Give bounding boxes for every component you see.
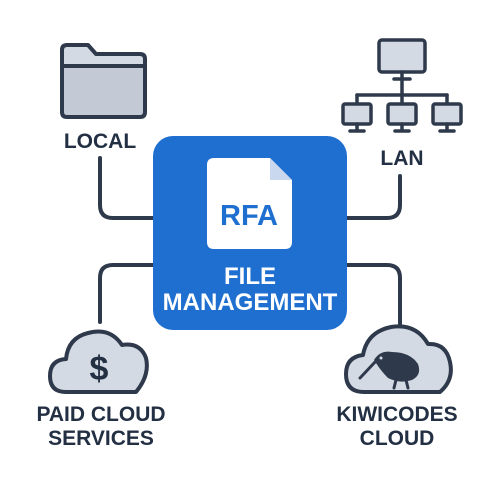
document-label: RFA [220,200,278,232]
dollar-cloud-icon: $ [48,329,149,394]
center-title-line2: MANAGEMENT [163,289,338,316]
kiwi-bird-icon [358,351,420,390]
network-icon [341,38,463,133]
connector-local [98,156,160,220]
document-icon: RFA [207,158,292,249]
kiwicodes-label-line1: KIWICODES [336,403,457,426]
local-label: LOCAL [64,130,136,153]
lan-label: LAN [380,147,423,170]
node-local[interactable]: LOCAL [60,43,147,153]
center-node[interactable]: RFA FILE MANAGEMENT [153,136,347,330]
node-kiwicodes[interactable]: KIWICODES CLOUD [336,324,458,450]
folder-icon [60,43,147,119]
paid-cloud-label-line2: SERVICES [48,427,154,450]
dollar-sign: $ [90,350,109,388]
connector-paid-cloud [98,263,160,324]
connector-kiwicodes [343,263,402,332]
connectors [98,156,402,332]
connector-lan [343,174,402,220]
paid-cloud-label-line1: PAID CLOUD [36,403,165,426]
node-paid-cloud[interactable]: $ PAID CLOUD SERVICES [36,329,166,451]
kiwi-cloud-icon [344,324,453,394]
kiwicodes-label-line2: CLOUD [360,427,435,450]
node-lan[interactable]: LAN [341,38,463,170]
center-title-line1: FILE [224,263,276,290]
